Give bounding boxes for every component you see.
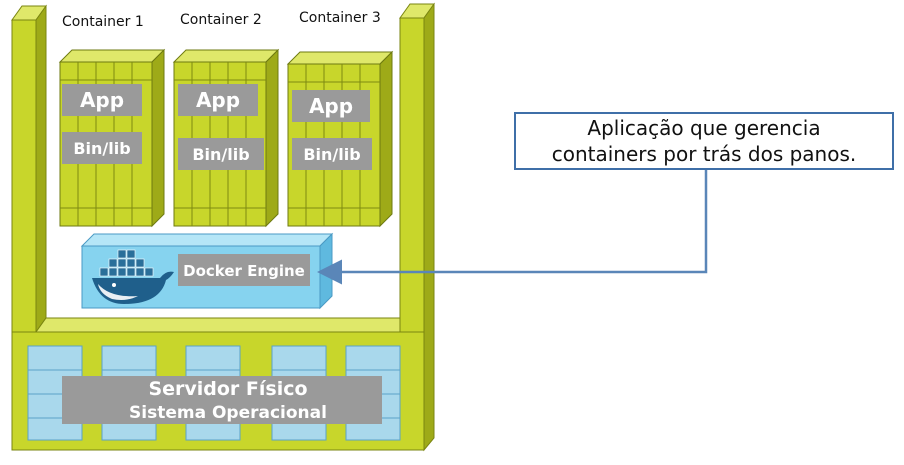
callout-line-1: Aplicação que gerencia	[587, 116, 821, 140]
container-1-binlib-box	[62, 132, 142, 164]
callout-line-2: containers por trás dos panos.	[551, 142, 857, 166]
container-2-binlib-box	[178, 138, 264, 170]
container-2-app-box	[178, 84, 258, 116]
server-subtitle: Sistema Operacional	[129, 403, 327, 423]
server-label-box	[62, 376, 382, 424]
callout-arrow	[317, 170, 708, 285]
callout-box: Aplicação que gerencia containers por tr…	[514, 112, 894, 170]
container-1-label: Container 1	[62, 14, 144, 30]
container-1-binlib-label: Bin/lib	[73, 139, 130, 158]
container-3-binlib-box	[292, 138, 372, 170]
container-2-label: Container 2	[180, 12, 262, 28]
container-3-app-box	[292, 90, 370, 122]
container-1-app-label: App	[80, 88, 124, 112]
container-3-app-label: App	[309, 94, 353, 118]
docker-whale-icon	[92, 249, 174, 304]
server-title: Servidor Físico	[148, 378, 307, 400]
docker-engine-label-box	[178, 254, 310, 286]
container-3-label: Container 3	[299, 10, 381, 26]
container-2-binlib-label: Bin/lib	[192, 145, 249, 164]
container-3-binlib-label: Bin/lib	[303, 145, 360, 164]
container-1-app-box	[62, 84, 142, 116]
docker-engine-label: Docker Engine	[183, 262, 305, 280]
container-2-app-label: App	[196, 88, 240, 112]
container-3: App Bin/lib	[286, 50, 394, 228]
container-1: App Bin/lib	[58, 48, 166, 228]
container-2: App Bin/lib	[172, 48, 280, 228]
